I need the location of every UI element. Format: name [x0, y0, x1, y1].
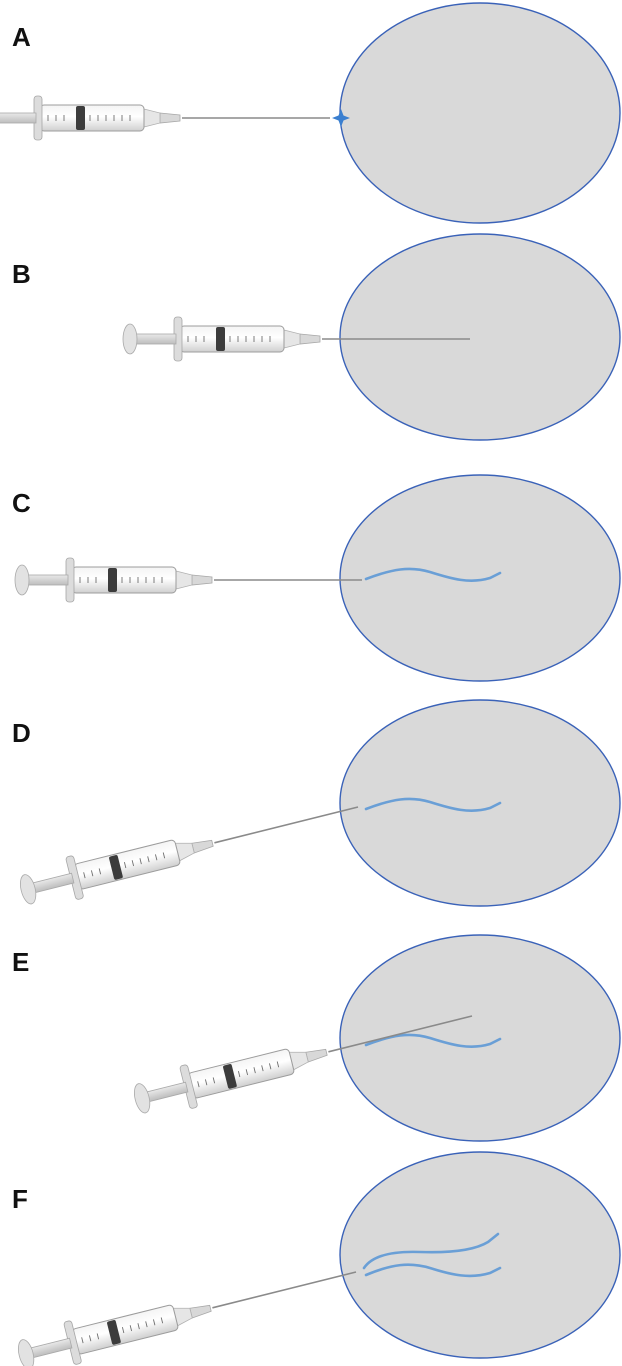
panel-d: D — [12, 700, 620, 912]
panel-label-e: E — [12, 947, 29, 977]
panel-label-a: A — [12, 22, 31, 52]
panel-b: B — [12, 234, 620, 440]
panel-label-f: F — [12, 1184, 28, 1214]
panel-e: E — [12, 935, 620, 1141]
panel-c: C — [12, 475, 620, 681]
panel-f: F — [12, 1152, 620, 1366]
tissue-ellipse-a — [340, 3, 620, 223]
syringe-icon — [15, 558, 362, 602]
tissue-ellipse-c — [340, 475, 620, 681]
panel-label-c: C — [12, 488, 31, 518]
syringe-icon — [16, 786, 363, 913]
panel-label-b: B — [12, 259, 31, 289]
syringe-icon — [0, 96, 330, 140]
panel-label-d: D — [12, 718, 31, 748]
tissue-ellipse-b — [340, 234, 620, 440]
syringe-icon — [14, 1251, 361, 1366]
panel-a: A — [0, 3, 620, 223]
